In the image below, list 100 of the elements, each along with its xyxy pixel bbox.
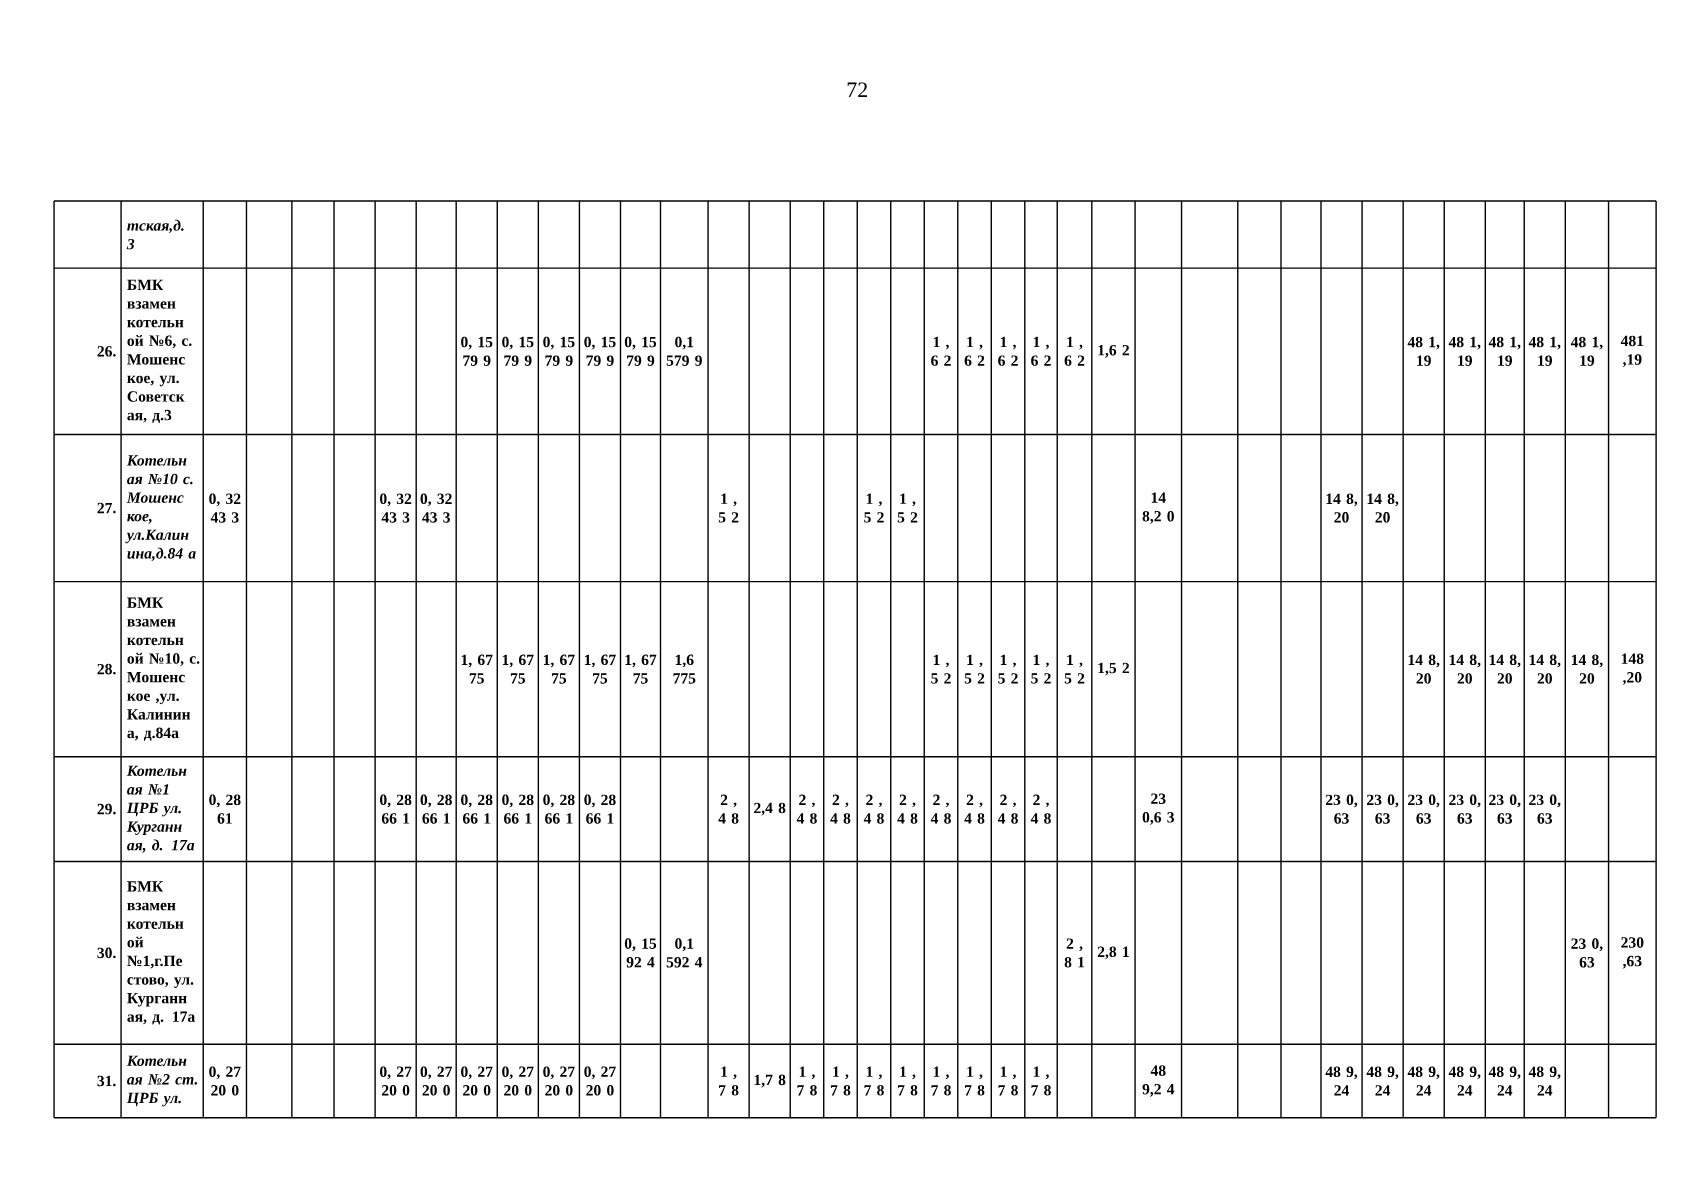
cell-value: 14 8, 20: [1326, 493, 1358, 523]
facility-name: тская,д. 3: [126, 219, 184, 250]
page-number: 72: [847, 82, 868, 98]
cell-value: 14 8, 20: [1408, 654, 1440, 684]
cell-value: 0, 28 66 1: [380, 794, 412, 824]
cell-value: 2 , 4 8: [897, 794, 918, 824]
facility-name: Котельн ая №10 с. Мошенс кое, ул.Калин ина,д.84 а: [125, 455, 196, 561]
cell-value: 1 , 7 8: [1031, 1066, 1051, 1096]
cell-value: 1, 67 75: [502, 654, 534, 684]
cell-value: 1 , 7 8: [898, 1066, 918, 1096]
cell-value: 14 8, 20: [1367, 493, 1399, 523]
cell-value: 0, 32 43 3: [420, 493, 452, 523]
cell-value: 0, 27 20 0: [584, 1066, 616, 1096]
cell-value: 23 0, 63: [1489, 794, 1521, 824]
cell-value: 48 9, 24: [1407, 1066, 1440, 1096]
cell-value: 1 , 6 2: [1031, 336, 1051, 366]
cell-value: 2 , 4 8: [964, 794, 985, 824]
cell-value: 0, 27 20 0: [502, 1066, 534, 1096]
cell-value: 0, 15 92 4: [624, 938, 657, 968]
cell-value: 0, 28 66 1: [461, 794, 493, 824]
cell-value: 1,6 775: [673, 654, 696, 684]
cell-value: 0, 27 20 0: [380, 1066, 412, 1096]
cell-value: 23 0, 63: [1408, 794, 1440, 824]
cell-value: 2 , 4 8: [997, 794, 1018, 824]
cell-value: 0, 15 79 9: [461, 336, 493, 366]
cell-value: 1 , 5 2: [1031, 654, 1051, 684]
facility-name: БМК взамен котельн ой №1,г.Пе стово, ул. Курганн ая, д. 17а: [127, 881, 195, 1025]
row-number: 30.: [97, 947, 116, 959]
cell-value: 230 ,63: [1621, 937, 1644, 969]
cell-value: 1 , 7 8: [965, 1066, 985, 1096]
cell-value: 148 ,20: [1621, 653, 1644, 685]
cell-value: 0, 28 61: [209, 794, 241, 824]
cell-value: 1 , 5 2: [718, 493, 739, 523]
row-number: 28.: [97, 663, 116, 675]
facility-name: БМК взамен котельн ой №10, с. Мошенс кое ,ул. Калинин а, д.84а: [127, 597, 200, 741]
cell-value: 1 , 7 8: [830, 1066, 851, 1096]
cell-value: 0, 28 66 1: [584, 794, 616, 824]
cell-value: 48 9, 24: [1528, 1066, 1561, 1096]
cell-value: 0,1 579 9: [666, 336, 702, 366]
cell-value: 48 9, 24: [1366, 1066, 1399, 1096]
cell-value: 0, 27 20 0: [461, 1066, 493, 1096]
cell-value: 1 , 6 2: [1064, 336, 1085, 366]
cell-value: 1 , 7 8: [797, 1066, 817, 1096]
cell-value: 2 , 4 8: [718, 794, 739, 824]
cell-value: 23 0, 63: [1367, 794, 1399, 824]
cell-value: 1 , 5 2: [964, 654, 985, 684]
cell-value: 0, 27 20 0: [209, 1066, 241, 1096]
cell-value: 48 1, 19: [1448, 336, 1481, 366]
cell-value: 1,6 2: [1098, 345, 1129, 358]
cell-value: 0, 15 79 9: [502, 336, 534, 366]
cell-value: 481 ,19: [1620, 335, 1644, 368]
cell-value: 1,7 8: [754, 1074, 786, 1088]
cell-value: 14 8, 20: [1489, 654, 1521, 684]
cell-value: 0, 32 43 3: [380, 493, 412, 523]
cell-value: 0, 15 79 9: [624, 336, 657, 366]
row-number: 31.: [97, 1075, 116, 1087]
cell-value: 2 , 4 8: [863, 794, 884, 824]
cell-value: 0, 27 20 0: [543, 1066, 575, 1096]
cell-value: 0, 15 79 9: [584, 336, 616, 366]
cell-value: 23 0, 63: [1449, 794, 1481, 824]
cell-value: 2 , 8 1: [1064, 938, 1085, 968]
cell-value: 48 1, 19: [1488, 336, 1521, 366]
cell-value: 1 , 5 2: [931, 654, 951, 684]
cell-value: 0, 28 66 1: [502, 794, 534, 824]
cell-value: 0, 28 66 1: [420, 794, 452, 824]
cell-value: 1 , 5 2: [1064, 654, 1085, 684]
cell-value: 48 1, 19: [1407, 336, 1440, 366]
cell-value: 14 8, 20: [1571, 654, 1603, 684]
row-number: 27.: [97, 502, 116, 514]
cell-value: 0,1 592 4: [666, 938, 703, 968]
cell-value: 23 0,6 3: [1142, 793, 1175, 825]
cell-value: 14 8,2 0: [1142, 492, 1174, 524]
cell-value: 1 , 7 8: [864, 1066, 884, 1096]
cell-value: 1, 67 75: [543, 654, 575, 684]
cell-value: 1 , 5 2: [864, 493, 884, 523]
cell-value: 0, 15 79 9: [543, 336, 575, 366]
cell-value: 1, 67 75: [461, 654, 493, 684]
facility-name: Котельн ая №1 ЦРБ ул. Курганн ая, д. 17а: [126, 765, 195, 853]
cell-value: 1,5 2: [1098, 662, 1129, 676]
cell-value: 14 8, 20: [1449, 654, 1481, 684]
row-number: 26.: [97, 346, 116, 357]
cell-value: 2 , 4 8: [830, 794, 851, 824]
cell-value: 1 , 7 8: [931, 1066, 951, 1096]
cell-value: 1, 67 75: [625, 654, 657, 684]
cell-value: 48 9,2 4: [1142, 1065, 1175, 1097]
cell-value: 1, 67 75: [584, 654, 616, 684]
cell-value: 23 0, 63: [1325, 794, 1358, 824]
cell-value: 1 , 6 2: [964, 336, 985, 366]
cell-value: 2 , 4 8: [930, 794, 951, 824]
cell-value: 1 , 6 2: [931, 336, 951, 366]
cell-value: 0, 28 66 1: [543, 794, 575, 824]
cell-value: 48 9, 24: [1325, 1066, 1358, 1096]
cell-value: 1 , 7 8: [719, 1066, 739, 1096]
cell-value: 48 9, 24: [1488, 1066, 1521, 1096]
facility-name: БМК взамен котельн ой №6, с. Мошенс кое, ул. Советск ая, д.3: [127, 279, 192, 423]
cell-value: 0, 32 43 3: [209, 493, 241, 523]
cell-value: 48 1, 19: [1570, 336, 1603, 366]
cell-value: 48 1, 19: [1528, 336, 1561, 366]
cell-value: 1 , 5 2: [998, 654, 1018, 684]
cell-value: 1 , 7 8: [998, 1066, 1018, 1096]
